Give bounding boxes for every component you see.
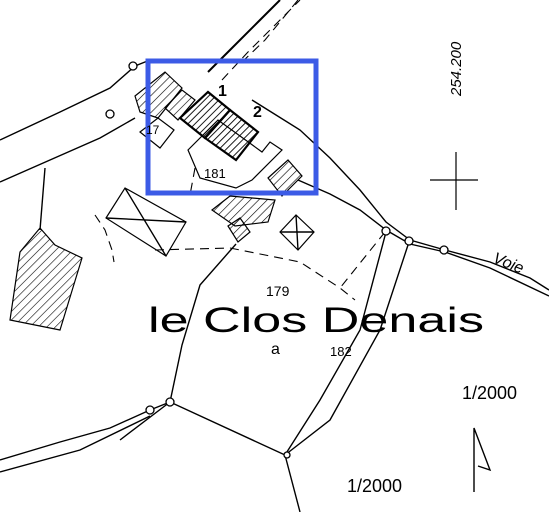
parcel-bottom-line <box>284 454 301 512</box>
scale-label-top: 1/2000 <box>462 383 517 403</box>
parcel-label-179: 179 <box>266 283 290 299</box>
road-name-label: Voie <box>491 250 527 278</box>
parcel-dash-1 <box>94 214 115 263</box>
road-east-far <box>444 251 549 297</box>
parcel-label-179-sub: a <box>271 341 280 358</box>
building-hatched-small <box>164 89 196 121</box>
building-2-dark <box>203 108 260 162</box>
building-hatched-south-small <box>227 217 251 243</box>
node <box>165 397 175 407</box>
node <box>128 61 138 71</box>
building-outline-181 <box>187 119 283 189</box>
node <box>439 245 449 255</box>
road-west-upper <box>0 59 151 141</box>
building-hatched-far-west <box>9 227 83 331</box>
annex-square-small <box>279 214 315 251</box>
building-number-1: 1 <box>218 83 227 100</box>
building-group-north <box>134 71 303 243</box>
coordinate-cross <box>430 152 478 210</box>
parcel-182-boundary <box>284 241 410 456</box>
building-outline-17 <box>139 117 175 149</box>
node <box>404 236 414 246</box>
scale-label-bottom: 1/2000 <box>347 476 402 496</box>
road-southwest-lower <box>0 415 151 473</box>
parcel-dash-2 <box>154 247 356 301</box>
parcel-dash-4 <box>239 0 299 65</box>
node <box>381 226 391 236</box>
road-west-lower <box>0 117 136 183</box>
building-hatched-east <box>267 159 303 197</box>
node <box>145 405 155 415</box>
parcel-label-182: 182 <box>330 344 352 359</box>
building-hatched-middle <box>210 195 276 227</box>
parcel-179-boundary <box>169 231 387 456</box>
parcel-label-17: 17 <box>146 123 160 137</box>
parcel-dash-3 <box>339 231 386 289</box>
node <box>283 451 291 459</box>
building-number-2: 2 <box>253 104 262 121</box>
node <box>105 109 115 119</box>
north-arrow-icon <box>473 427 492 492</box>
road-west-left-line <box>39 167 46 231</box>
annex-square-large <box>105 187 187 257</box>
place-name-label: le Clos Denais <box>148 301 484 340</box>
parcel-bottom-line-2 <box>119 401 171 441</box>
parcel-label-181: 181 <box>204 166 226 181</box>
road-southwest <box>0 401 171 461</box>
road-east-lower <box>297 179 446 253</box>
survey-nodes <box>105 61 449 459</box>
highlight-box <box>145 58 319 196</box>
coordinate-label: 254.200 <box>448 41 465 97</box>
